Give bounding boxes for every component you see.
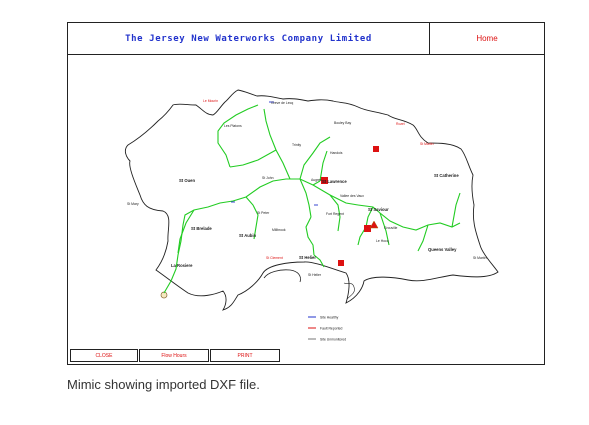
- label-harbour: St Helier: [308, 273, 322, 277]
- bottom-toolbar: CLOSE Flow Hours PRINT: [70, 349, 281, 362]
- label-st-saviour: St Saviour: [368, 207, 389, 212]
- pipeline-network: [163, 104, 461, 294]
- home-link[interactable]: Home: [476, 34, 498, 43]
- label-bouley-bay: Bouley Bay: [334, 121, 351, 125]
- healthy-markers: [231, 101, 318, 206]
- harbour-breakwater: [263, 269, 301, 283]
- island-coastline: [124, 89, 499, 311]
- home-panel: Home: [430, 23, 544, 55]
- label-st-lawrence: St Lawrence: [322, 179, 347, 184]
- figure-caption: Mimic showing imported DXF file.: [67, 377, 260, 392]
- label-queens-valley: Queens Valley: [428, 247, 457, 252]
- legend-fault-reported: Fault Reported: [320, 327, 343, 331]
- label-st-brelade: St Brelade: [191, 226, 212, 231]
- label-handois: Handois: [330, 151, 343, 155]
- label-st-aubin: St Aubin: [239, 233, 256, 238]
- print-button[interactable]: PRINT: [210, 349, 280, 362]
- island-map: Greve de Lecq Le Mourin Les Platons Boul…: [124, 89, 499, 342]
- label-st-john: St John: [262, 176, 274, 180]
- label-st-catherine: St Catherine: [434, 173, 459, 178]
- map-legend: Site Healthy Fault Reported Site Unmonit…: [308, 316, 346, 342]
- fault-marker: [373, 146, 379, 152]
- label-vallee-des-vaux: Vallee des Vaux: [340, 194, 364, 198]
- label-le-hocq: Le Hocq: [376, 239, 389, 243]
- label-rozel: Rozel: [396, 122, 405, 126]
- label-le-mourin: Le Mourin: [203, 99, 218, 103]
- legend-site-unmonitored: Site Unmonitored: [320, 338, 346, 342]
- label-st-martin-east: St Martin: [473, 256, 487, 260]
- label-st-helier: St Helier: [299, 255, 316, 260]
- fault-markers: [321, 146, 379, 266]
- mimic-window: The Jersey New Waterworks Company Limite…: [67, 22, 545, 365]
- fault-marker: [369, 220, 379, 229]
- label-millbrook: Millbrook: [272, 228, 286, 232]
- legend-site-healthy: Site Healthy: [320, 316, 339, 320]
- label-la-rosiere: La Rosiere: [171, 263, 193, 268]
- flow-hours-button[interactable]: Flow Hours: [139, 349, 209, 362]
- fault-marker: [364, 225, 371, 232]
- label-st-martin-red: St Martin: [420, 142, 434, 146]
- title-bar: The Jersey New Waterworks Company Limite…: [68, 23, 430, 55]
- page-title: The Jersey New Waterworks Company Limite…: [125, 33, 372, 44]
- label-les-platons: Les Platons: [224, 124, 242, 128]
- harbour-pier: [343, 282, 355, 300]
- label-la-rosiere-west: St Mary: [127, 202, 139, 206]
- label-augres: Augres: [311, 178, 322, 182]
- label-st-peter: St Peter: [257, 211, 270, 215]
- fault-marker: [321, 177, 328, 184]
- label-grouville: Grouville: [384, 226, 397, 230]
- fault-marker: [338, 260, 344, 266]
- label-st-helier-top: Fort Regent: [326, 212, 344, 216]
- label-st-clement: St Clement: [266, 256, 283, 260]
- label-greve-de-lecq: Greve de Lecq: [271, 101, 293, 105]
- label-trinity: Trinity: [292, 143, 301, 147]
- label-st-ouen: St Ouen: [179, 178, 195, 183]
- close-button[interactable]: CLOSE: [70, 349, 138, 362]
